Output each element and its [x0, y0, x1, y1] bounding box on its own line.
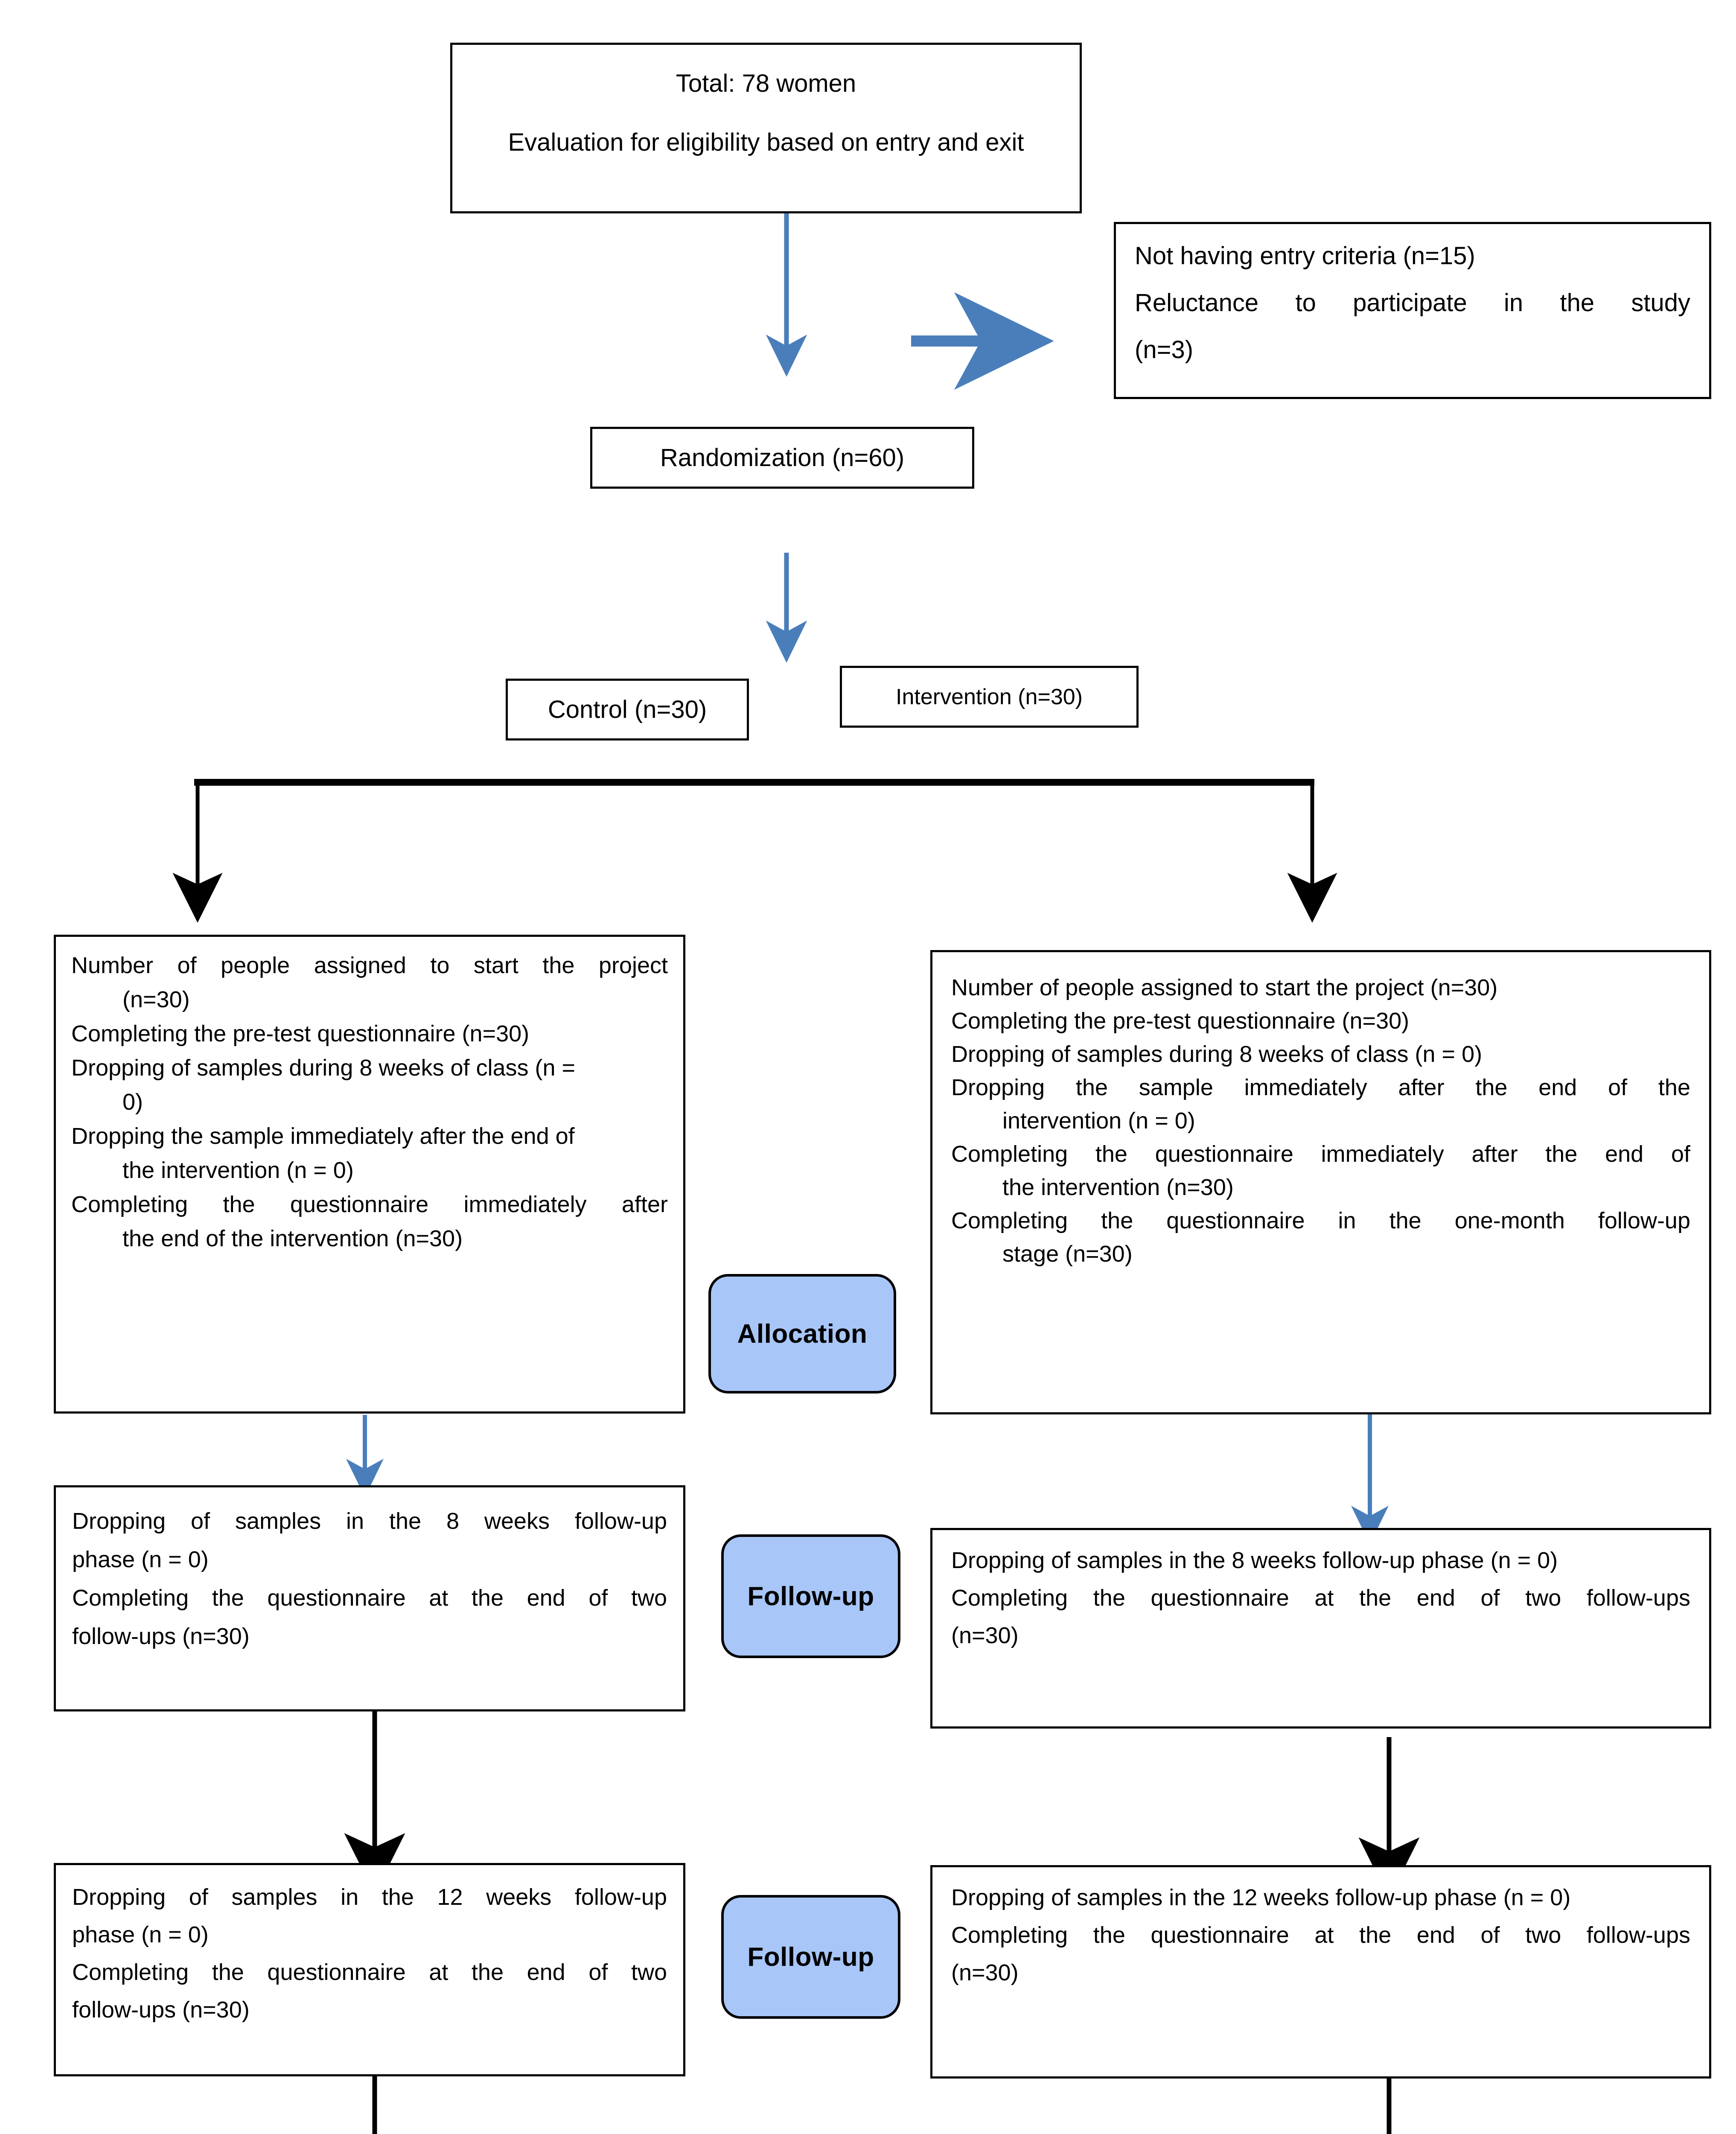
- left-fu8-line-3: Completing the questionnaire at the end …: [72, 1585, 667, 1611]
- intervention-label: Intervention (n=30): [896, 684, 1083, 709]
- total-line-1: Total: 78 women: [676, 70, 856, 97]
- right-fu8-line-2: Completing the questionnaire at the end …: [951, 1585, 1690, 1611]
- left-fu12-line-3: Completing the questionnaire at the end …: [72, 1959, 667, 1985]
- right-alloc-line-4: Dropping the sample immediately after th…: [951, 1075, 1690, 1100]
- right-fu12-line-1: Dropping of samples in the 12 weeks foll…: [951, 1885, 1571, 1910]
- right-allocation-box: Number of people assigned to start the p…: [930, 950, 1711, 1414]
- left-alloc-line-4: Dropping of samples during 8 weeks of cl…: [71, 1055, 576, 1081]
- left-alloc-line-2: (n=30): [122, 987, 190, 1012]
- stage-badge-allocation: Allocation: [708, 1274, 896, 1394]
- left-fu8-line-2: phase (n = 0): [72, 1547, 209, 1572]
- excluded-line-2: Reluctance to participate in the study: [1135, 289, 1690, 317]
- right-alloc-line-3: Dropping of samples during 8 weeks of cl…: [951, 1041, 1483, 1067]
- right-alloc-line-9: stage (n=30): [1002, 1241, 1133, 1267]
- right-fu12-line-3: (n=30): [951, 1960, 1019, 1985]
- left-alloc-line-1: Number of people assigned to start the p…: [71, 953, 668, 978]
- left-fu8-line-4: follow-ups (n=30): [72, 1624, 250, 1649]
- followup1-badge-label: Follow-up: [747, 1581, 874, 1611]
- followup2-badge-label: Follow-up: [747, 1942, 874, 1972]
- branch-connector-to-allocation: [172, 779, 1337, 923]
- total-women-box: Total: 78 women Evaluation for eligibili…: [450, 43, 1082, 213]
- right-alloc-line-7: the intervention (n=30): [1002, 1175, 1234, 1200]
- left-fu12-line-2: phase (n = 0): [72, 1922, 209, 1947]
- right-alloc-line-6: Completing the questionnaire immediately…: [951, 1141, 1690, 1167]
- right-fu8-line-3: (n=30): [951, 1623, 1019, 1648]
- control-box: Control (n=30): [506, 679, 749, 740]
- left-alloc-line-7: the intervention (n = 0): [122, 1157, 354, 1183]
- left-followup-12weeks-box: Dropping of samples in the 12 weeks foll…: [54, 1863, 685, 2076]
- left-alloc-line-6: Dropping the sample immediately after th…: [71, 1123, 575, 1149]
- left-alloc-line-9: the end of the intervention (n=30): [122, 1226, 463, 1251]
- randomization-box: Randomization (n=60): [590, 427, 974, 489]
- allocation-badge-label: Allocation: [737, 1319, 868, 1349]
- left-fu12-line-1: Dropping of samples in the 12 weeks foll…: [72, 1884, 667, 1910]
- left-alloc-line-3: Completing the pre-test questionnaire (n…: [71, 1021, 530, 1047]
- stage-badge-followup-2: Follow-up: [721, 1895, 900, 2019]
- left-allocation-box: Number of people assigned to start the p…: [54, 935, 685, 1414]
- stage-badge-followup-1: Follow-up: [721, 1534, 900, 1658]
- right-alloc-line-2: Completing the pre-test questionnaire (n…: [951, 1008, 1410, 1034]
- right-fu12-line-2: Completing the questionnaire at the end …: [951, 1922, 1690, 1948]
- right-alloc-line-8: Completing the questionnaire in the one-…: [951, 1208, 1690, 1233]
- control-label: Control (n=30): [548, 695, 707, 723]
- left-alloc-line-5: 0): [122, 1089, 143, 1115]
- excluded-box: Not having entry criteria (n=15) Relucta…: [1114, 222, 1711, 399]
- randomization-label: Randomization (n=60): [660, 443, 905, 472]
- intervention-box: Intervention (n=30): [840, 666, 1139, 728]
- right-fu8-line-1: Dropping of samples in the 8 weeks follo…: [951, 1548, 1558, 1573]
- left-fu12-line-4: follow-ups (n=30): [72, 1997, 250, 2023]
- right-alloc-line-1: Number of people assigned to start the p…: [951, 975, 1498, 1000]
- left-alloc-line-8: Completing the questionnaire immediately…: [71, 1192, 668, 1217]
- right-followup-12weeks-box: Dropping of samples in the 12 weeks foll…: [930, 1865, 1711, 2079]
- total-line-2: Evaluation for eligibility based on entr…: [508, 128, 1024, 156]
- excluded-line-1: Not having entry criteria (n=15): [1135, 242, 1475, 270]
- left-fu8-line-1: Dropping of samples in the 8 weeks follo…: [72, 1508, 667, 1534]
- right-alloc-line-5: intervention (n = 0): [1002, 1108, 1195, 1134]
- left-followup-8weeks-box: Dropping of samples in the 8 weeks follo…: [54, 1485, 685, 1711]
- right-followup-8weeks-box: Dropping of samples in the 8 weeks follo…: [930, 1528, 1711, 1729]
- excluded-line-3: (n=3): [1135, 336, 1194, 364]
